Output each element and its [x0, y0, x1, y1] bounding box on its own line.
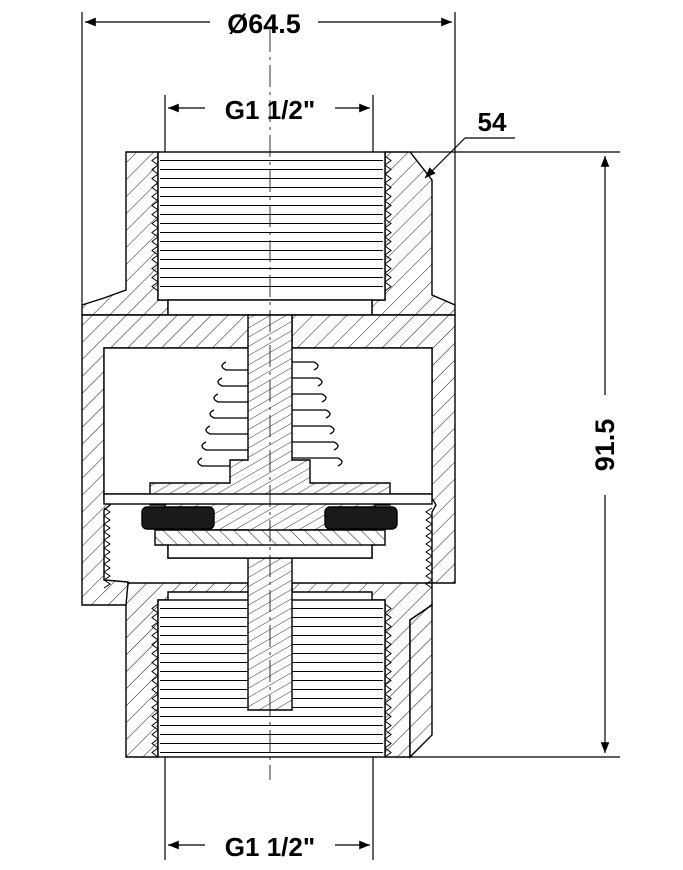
- spring-coil-right: [292, 393, 327, 403]
- hex-size-label: 54: [478, 107, 507, 137]
- compression-spring: [197, 361, 343, 467]
- seat-ledge: [103, 493, 433, 505]
- spring-coil-left: [217, 377, 248, 387]
- spring-coil-left: [205, 425, 248, 435]
- spring-coil-left: [201, 441, 248, 451]
- spring-coil-right: [292, 377, 323, 387]
- spring-coil-left: [221, 361, 248, 371]
- dimension-labels: Ø64.5 G1 1/2" G1 1/2" 54 91.5: [225, 9, 620, 862]
- spring-coil-left: [197, 457, 248, 467]
- spring-coil-right: [292, 361, 319, 371]
- top-thread-label: G1 1/2": [225, 95, 315, 125]
- side-thread-profile: [103, 507, 433, 589]
- spring-coil-left: [213, 393, 248, 403]
- spring-coil-right: [292, 457, 343, 467]
- thread-profile: [151, 155, 392, 292]
- upper-thread-bore: [157, 151, 386, 301]
- spring-coil-right: [292, 409, 331, 419]
- dimension-lines: [81, 12, 620, 860]
- middle-side-thread: [103, 507, 433, 589]
- length-label: 91.5: [590, 419, 620, 472]
- right-lower-chamfer: [409, 603, 433, 759]
- spring-coil-right: [292, 441, 339, 451]
- spring-coil-right: [292, 425, 335, 435]
- left-seal-ring: [141, 506, 215, 530]
- right-seal-ring: [324, 506, 398, 530]
- outer-diameter-label: Ø64.5: [227, 9, 301, 39]
- bottom-thread-label: G1 1/2": [225, 832, 315, 862]
- upper-internal-thread: [151, 155, 392, 292]
- spring-coil-left: [209, 409, 248, 419]
